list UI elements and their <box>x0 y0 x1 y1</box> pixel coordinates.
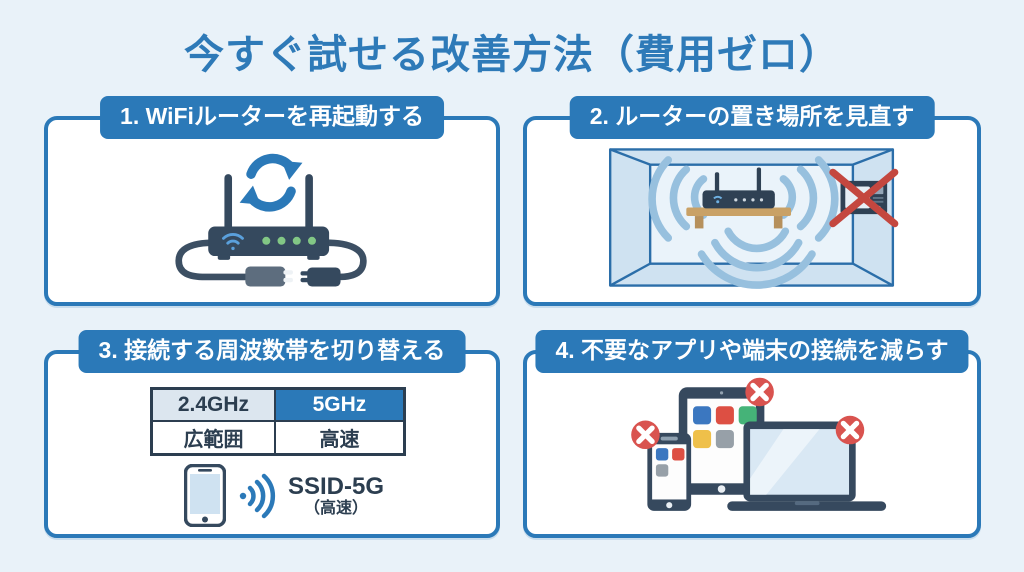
table-header-24ghz: 2.4GHz <box>152 389 275 421</box>
refresh-icon <box>239 153 303 212</box>
panel-switch-frequency: 3. 接続する周波数帯を切り替える 2.4GHz 5GHz 広範囲 高速 SSI… <box>44 330 500 538</box>
table-cell-high-speed: 高速 <box>274 421 404 454</box>
status-led-lights <box>262 236 316 245</box>
smartphone-icon <box>647 432 692 511</box>
ssid-name-label: SSID-5G <box>288 472 385 500</box>
smartphone-icon <box>184 464 226 527</box>
frequency-comparison-table: 2.4GHz 5GHz 広範囲 高速 <box>150 387 406 456</box>
shelf-icon <box>686 207 792 229</box>
red-x-badge-icon <box>835 415 865 445</box>
ssid-text: SSID-5G （高速） <box>288 473 384 519</box>
router-restart-illustration <box>175 153 367 287</box>
room-placement-illustration <box>608 148 899 289</box>
table-cell-wide-range: 広範囲 <box>152 421 275 454</box>
panel-router-placement: 2. ルーターの置き場所を見直す <box>523 96 981 306</box>
panel-restart-router: 1. WiFiルーターを再起動する <box>44 96 500 306</box>
panel3-title: 3. 接続する周波数帯を切り替える <box>78 330 466 373</box>
cross-mark-icon <box>829 168 899 228</box>
router-icon <box>208 174 330 260</box>
laptop-icon <box>727 421 887 511</box>
devices-illustration <box>631 377 887 511</box>
page-title: 今すぐ試せる改善方法（費用ゼロ） <box>184 33 840 77</box>
wifi-signal-icon <box>239 473 276 518</box>
router-icon <box>702 167 775 209</box>
red-x-badge-icon <box>631 420 660 450</box>
ssid-speed-note: （高速） <box>304 500 369 518</box>
panel-reduce-connections: 4. 不要なアプリや端末の接続を減らす <box>523 330 981 538</box>
wifi-icon <box>222 233 244 251</box>
app-icons <box>693 406 757 449</box>
panel4-title: 4. 不要なアプリや端末の接続を減らす <box>535 330 969 373</box>
power-plug-icon <box>175 239 367 287</box>
app-icons <box>655 448 685 477</box>
red-x-badge-icon <box>745 377 774 407</box>
ssid-recommendation: SSID-5G （高速） <box>184 464 384 527</box>
panel1-title: 1. WiFiルーターを再起動する <box>100 96 444 139</box>
panel2-title: 2. ルーターの置き場所を見直す <box>569 96 935 139</box>
wifi-waves-icon <box>648 156 839 289</box>
table-header-5ghz: 5GHz <box>274 389 404 421</box>
